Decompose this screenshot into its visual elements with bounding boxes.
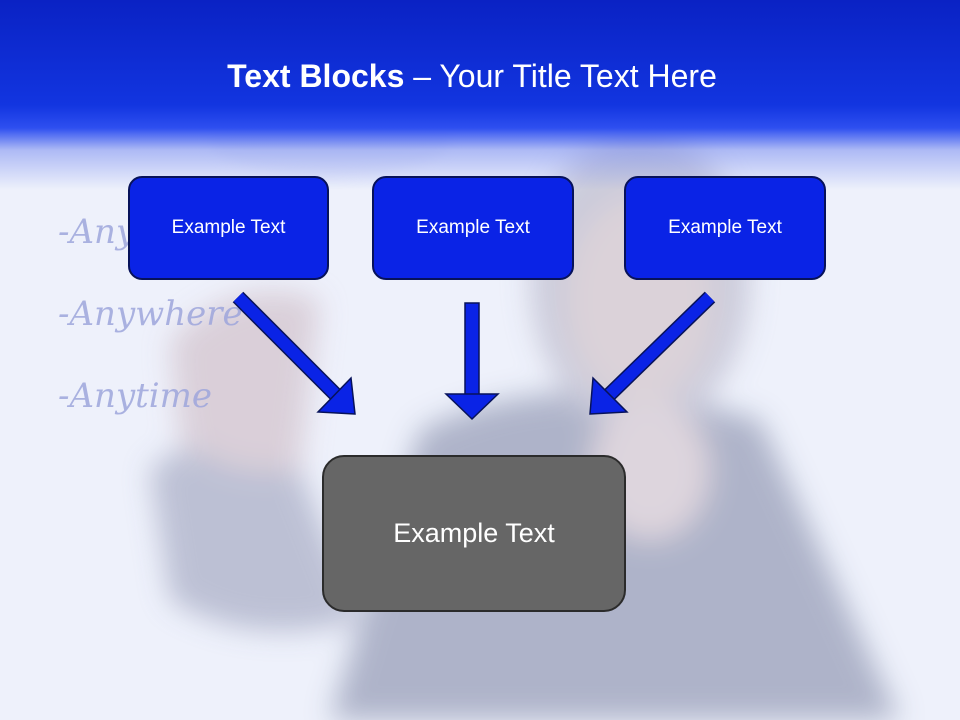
handwriting-line: -Anywhere [58, 294, 243, 334]
header-band [0, 0, 960, 190]
title-bold: Text Blocks [227, 58, 405, 94]
text-block-label: Example Text [416, 217, 530, 238]
text-block-2[interactable]: Example Text [372, 176, 574, 280]
handwriting-line: -Anytime [58, 376, 213, 416]
text-block-label: Example Text [171, 217, 286, 238]
text-block-3[interactable]: Example Text [624, 176, 826, 280]
slide-title: Text Blocks – Your Title Text Here [0, 52, 944, 100]
result-block-label: Example Text [393, 518, 555, 548]
title-rest: – Your Title Text Here [404, 58, 717, 94]
handwriting-line: -Any [58, 212, 136, 252]
result-block[interactable]: Example Text [322, 455, 626, 612]
text-block-label: Example Text [668, 217, 782, 238]
text-block-1[interactable]: Example Text [128, 176, 329, 280]
